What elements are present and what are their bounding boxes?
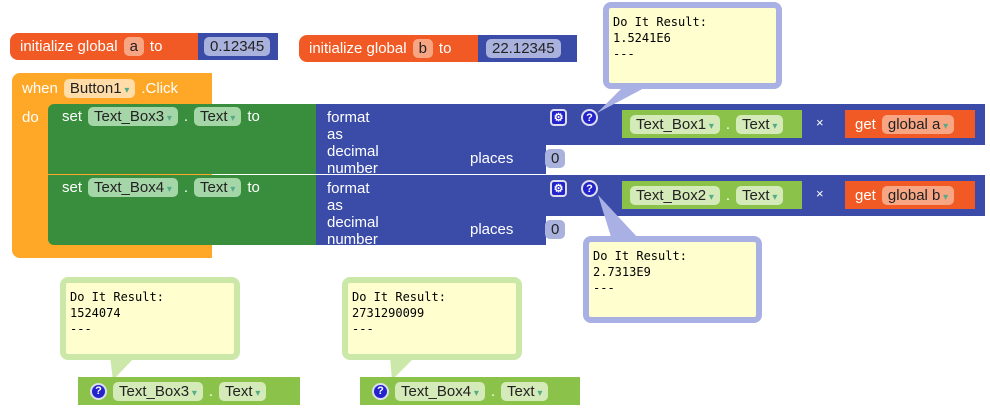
text-box3-text-getter[interactable]: ? Text_Box3. Text [78,377,300,405]
set-label: set [62,108,83,125]
property-dropdown[interactable]: Text [194,107,242,126]
dot: . [208,382,214,400]
block-label: initialize global [309,40,407,57]
set-label: set [62,179,83,196]
multiply-operator: × [816,186,824,201]
to-label: to [149,38,163,55]
property-dropdown[interactable]: Text [219,381,267,401]
variable-name-field[interactable]: a [123,37,144,56]
help-icon[interactable]: ? [90,382,107,400]
help-icon[interactable]: ? [372,382,389,400]
get-label: get [855,186,876,204]
dot: . [725,186,731,204]
number-field[interactable]: 0.12345 [204,37,271,56]
when-label: when [22,80,58,97]
do-it-result-bubble: Do It Result:2731290099--- [342,277,522,360]
component-dropdown[interactable]: Text_Box4 [88,178,178,197]
number-block-b[interactable]: 22.12345 [478,35,577,62]
component-dropdown[interactable]: Text_Box3 [113,381,203,401]
property-dropdown[interactable]: Text [501,381,549,401]
number-block-a[interactable]: 0.12345 [198,33,278,60]
places-number-field[interactable]: 0 [545,149,566,168]
variable-dropdown[interactable]: global a [881,114,955,134]
places-number-field[interactable]: 0 [545,220,566,239]
text-box4-text-getter[interactable]: ? Text_Box4. Text [360,377,580,405]
help-icon[interactable]: ? [581,109,598,126]
initialize-global-a-block[interactable]: initialize global a to [10,33,198,60]
property-dropdown[interactable]: Text [736,114,784,134]
dot: . [725,115,731,133]
help-icon[interactable]: ? [581,180,598,197]
component-dropdown[interactable]: Text_Box2 [630,185,720,205]
property-dropdown[interactable]: Text [194,178,242,197]
to-label: to [247,179,260,196]
do-it-result-bubble: Do It Result:2.7313E9--- [583,236,762,323]
format-label: format as decimal number [327,180,379,248]
do-it-result-bubble: Do It Result:1524074--- [60,277,240,360]
variable-dropdown[interactable]: global b [881,185,955,205]
event-label: .Click [141,80,179,97]
dot: . [183,179,189,196]
to-label: to [247,108,260,125]
component-dropdown[interactable]: Text_Box3 [88,107,178,126]
places-label: places [470,150,514,167]
initialize-global-b-block[interactable]: initialize global b to [299,35,478,62]
variable-name-field[interactable]: b [412,39,433,58]
dot: . [183,108,189,125]
gear-icon[interactable]: ⚙ [550,180,567,197]
do-label: do [22,109,39,126]
component-dropdown[interactable]: Text_Box4 [395,381,485,401]
get-label: get [855,115,876,133]
gear-icon[interactable]: ⚙ [550,109,567,126]
do-it-result-bubble: Do It Result:1.5241E6--- [603,2,782,89]
places-label: places [470,221,514,238]
property-dropdown[interactable]: Text [736,185,784,205]
number-field[interactable]: 22.12345 [486,39,561,58]
component-dropdown[interactable]: Button1 [63,79,136,98]
to-label: to [438,40,452,57]
multiply-operator: × [816,115,824,130]
component-dropdown[interactable]: Text_Box1 [630,114,720,134]
dot: . [490,382,496,400]
block-label: initialize global [20,38,118,55]
format-label: format as decimal number [327,109,379,177]
